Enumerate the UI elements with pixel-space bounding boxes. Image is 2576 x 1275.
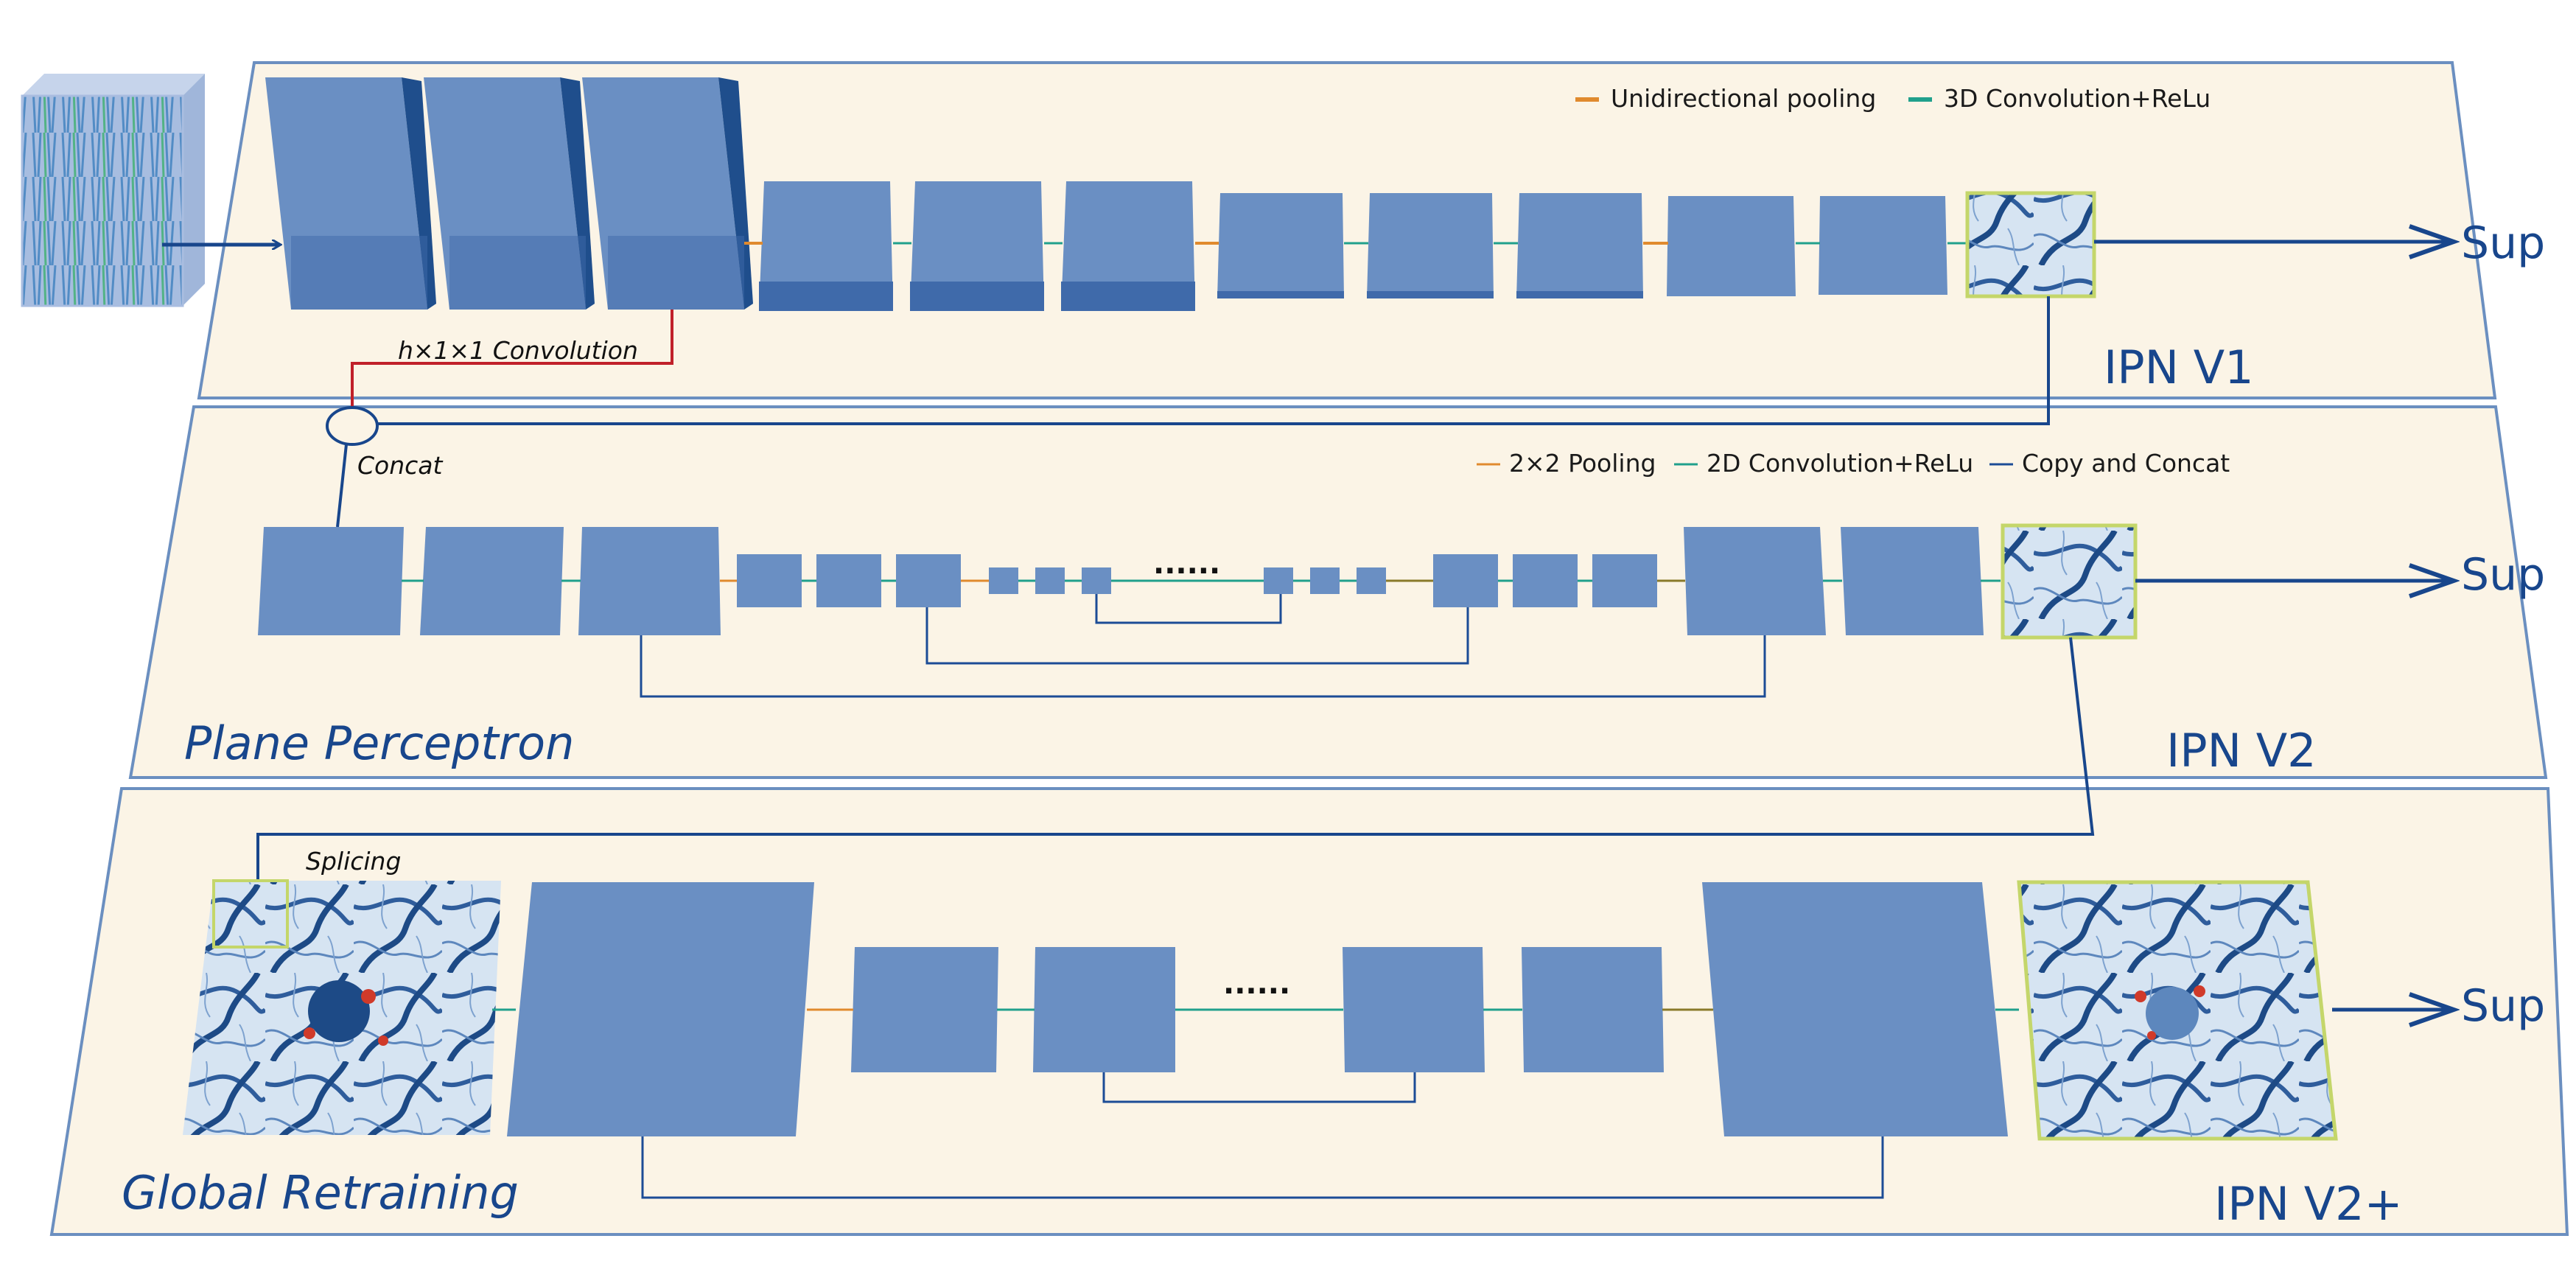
v2-block (1035, 567, 1065, 594)
v2plus-block (1522, 947, 1664, 1072)
v1-sup-label: Sup (2461, 217, 2545, 269)
v2plus-block (1033, 947, 1175, 1072)
v1-output-image (1965, 191, 2096, 298)
v2-block (1592, 554, 1657, 607)
v2-block (989, 567, 1018, 594)
v2-block (737, 554, 802, 607)
v1-3d-block-6 (1061, 181, 1195, 311)
v2-block (1357, 567, 1386, 594)
v1-3d-block-9 (1516, 193, 1643, 298)
ipn-v2plus-title: IPN V2+ (2214, 1177, 2403, 1231)
v2-block (578, 527, 721, 635)
v1-3d-block-2 (424, 77, 595, 310)
ipn-v1-title: IPN V1 (2104, 340, 2254, 394)
h11-convolution-label: h×1×1 Convolution (398, 336, 638, 365)
panel-ipn-v1 (197, 61, 2497, 399)
v2-skip-connections (640, 594, 1766, 698)
legend-copy-concat: Copy and Concat (2022, 449, 2230, 478)
concat-node: Concat (326, 406, 444, 528)
v2-legend: 2×2 Pooling 2D Convolution+ReLu Copy and… (1477, 449, 2230, 478)
splicing-label: Splicing (306, 847, 401, 876)
splice-patch-highlight (212, 879, 289, 949)
v1-to-concat-line (377, 296, 2050, 425)
v1-3d-block-5 (910, 181, 1044, 311)
v2-block (1433, 554, 1498, 607)
v2plus-output-image (2017, 880, 2338, 1141)
v2-blocks (258, 527, 1984, 635)
v2-to-splicing-line (256, 637, 2095, 881)
plane-perceptron-title: Plane Perceptron (184, 716, 574, 770)
v2-block (1264, 567, 1293, 594)
concat-label: Concat (357, 451, 444, 480)
v1-3d-block-1 (265, 77, 436, 310)
global-retraining-title: Global Retraining (122, 1166, 519, 1220)
v1-3d-block-11 (1819, 196, 1947, 295)
v1-legend: Unidirectional pooling 3D Convolution+Re… (1575, 84, 2211, 113)
ipn-v2-title: IPN V2 (2166, 724, 2317, 778)
v2-block (1684, 527, 1826, 635)
legend-unidirectional-pooling: Unidirectional pooling (1611, 84, 1876, 113)
v2-block (1082, 567, 1111, 594)
v2-block (258, 527, 404, 635)
legend-2d-convolution: 2D Convolution+ReLu (1707, 449, 1973, 478)
v2plus-ellipsis: ...... (1223, 967, 1290, 1001)
h11-convolution-path: h×1×1 Convolution (351, 310, 673, 409)
v2-block (1310, 567, 1340, 594)
v2plus-block (1702, 882, 2008, 1136)
legend-2x2-pooling: 2×2 Pooling (1509, 449, 1656, 478)
v2plus-block (851, 947, 998, 1072)
input-volume-cube (21, 74, 205, 307)
legend-3d-convolution: 3D Convolution+ReLu (1944, 84, 2211, 113)
v2plus-block (1343, 947, 1485, 1072)
v2-sup-label: Sup (2461, 549, 2545, 601)
v2plus-sup-label: Sup (2461, 980, 2545, 1032)
v2plus-blocks (507, 882, 2008, 1136)
v2-block (1513, 554, 1578, 607)
v2-ellipsis: ...... (1153, 547, 1220, 581)
v2-block (896, 554, 961, 607)
v1-3d-block-4 (759, 181, 893, 311)
v2plus-skip-connections (641, 1072, 1884, 1199)
v2-output-image (2001, 523, 2138, 640)
v1-3d-conv-blocks (265, 77, 1947, 311)
v1-3d-block-7 (1217, 193, 1344, 298)
v1-3d-block-10 (1667, 196, 1796, 296)
v1-3d-block-8 (1367, 193, 1494, 298)
v2-block (816, 554, 881, 607)
v2plus-block (507, 882, 814, 1136)
spliced-input-image: Splicing (183, 847, 501, 1135)
v1-3d-block-3 (582, 77, 753, 310)
v2-block (1841, 527, 1984, 635)
v2-block (420, 527, 564, 635)
